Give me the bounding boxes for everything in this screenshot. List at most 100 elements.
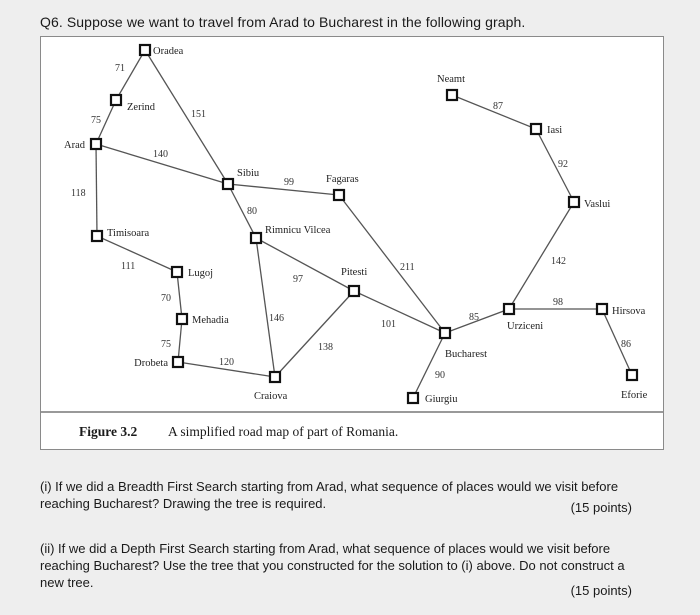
caption-text: A simplified road map of part of Romania…	[168, 424, 399, 439]
road-oradea-zerind	[115, 49, 146, 101]
question-part-ii: (ii) If we did a Depth First Search star…	[40, 540, 654, 591]
part-ii-line-3: new tree.	[40, 575, 94, 590]
road-hirsova-eforie	[601, 308, 633, 376]
city-node-iasi	[529, 122, 543, 136]
question-title: Q6. Suppose we want to travel from Arad …	[40, 14, 526, 30]
city-label-drobeta: Drobeta	[134, 358, 168, 369]
city-label-craiova: Craiova	[254, 391, 288, 402]
city-label-sibiu: Sibiu	[237, 168, 260, 179]
road-timisoara-lugoj	[96, 235, 178, 273]
city-node-eforie	[625, 368, 639, 382]
city-node-hirsova	[595, 302, 609, 316]
distance-zerind-arad: 75	[91, 115, 101, 126]
city-node-lugoj	[170, 265, 184, 279]
city-label-lugoj: Lugoj	[188, 268, 213, 279]
city-label-eforie: Eforie	[621, 390, 648, 401]
city-node-neamt	[445, 88, 459, 102]
part-i-line-1: (i) If we did a Breadth First Search sta…	[40, 479, 619, 494]
city-node-mehadia	[175, 312, 189, 326]
city-label-giurgiu: Giurgiu	[425, 394, 458, 405]
city-node-giurgiu	[406, 391, 420, 405]
road-bucharest-giurgiu	[412, 332, 446, 399]
city-node-bucharest	[438, 326, 452, 340]
distance-arad-sibiu: 140	[153, 149, 168, 160]
distance-mehadia-drobeta: 75	[161, 339, 171, 350]
figure-frame: 71 75 151 140 118 111 70 75 120 99 80 97 146 138 211 10…	[40, 36, 664, 450]
city-node-fagaras	[332, 188, 346, 202]
romania-map: 71 75 151 140 118 111 70 75 120 99 80 97 146 138 211 10…	[64, 43, 648, 405]
part-i-points: (15 points)	[570, 500, 632, 515]
city-label-hirsova: Hirsova	[612, 306, 646, 317]
road-bucharest-urziceni	[444, 308, 510, 334]
road-arad-sibiu	[95, 143, 229, 185]
distance-neamt-iasi: 87	[493, 101, 503, 112]
city-label-pitesti: Pitesti	[341, 267, 367, 278]
city-label-vaslui: Vaslui	[584, 199, 610, 210]
road-zerind-arad	[95, 99, 117, 145]
part-i-line-2: reaching Bucharest? Drawing the tree is …	[40, 496, 327, 511]
city-label-oradea: Oradea	[153, 46, 184, 57]
distance-sibiu-fagaras: 99	[284, 177, 294, 188]
road-sibiu-rimnicu	[227, 183, 257, 239]
distance-oradea-zerind: 71	[115, 63, 125, 74]
road-sibiu-fagaras	[227, 183, 340, 196]
city-node-pitesti	[347, 284, 361, 298]
distance-bucharest-urziceni: 85	[469, 312, 479, 323]
distance-vaslui-urziceni: 142	[551, 256, 566, 267]
distance-timisoara-lugoj: 111	[121, 261, 135, 272]
city-label-neamt: Neamt	[437, 74, 465, 85]
distance-oradea-sibiu: 151	[191, 109, 206, 120]
city-node-vaslui	[567, 195, 581, 209]
distance-fagaras-bucharest: 211	[400, 262, 415, 273]
road-oradea-sibiu	[144, 49, 229, 185]
city-node-drobeta	[171, 355, 185, 369]
city-label-zerind: Zerind	[127, 102, 156, 113]
distance-sibiu-rimnicu: 80	[247, 206, 257, 217]
question-part-i: (i) If we did a Breadth First Search sta…	[40, 478, 654, 512]
road-mehadia-drobeta	[177, 318, 183, 363]
city-label-urziceni: Urziceni	[507, 321, 543, 332]
road-rimnicu-craiova	[255, 237, 276, 378]
city-node-rimnicu	[249, 231, 263, 245]
distance-drobeta-craiova: 120	[219, 357, 234, 368]
distance-hirsova-eforie: 86	[621, 339, 631, 350]
road-drobeta-craiova	[177, 361, 276, 378]
part-ii-line-1: (ii) If we did a Depth First Search star…	[40, 541, 611, 556]
distance-pitesti-bucharest: 101	[381, 319, 396, 330]
city-node-timisoara	[90, 229, 104, 243]
road-iasi-vaslui	[535, 128, 575, 203]
city-node-arad	[89, 137, 103, 151]
city-node-zerind	[109, 93, 123, 107]
city-node-oradea	[138, 43, 152, 57]
city-node-sibiu	[221, 177, 235, 191]
city-label-fagaras: Fagaras	[326, 174, 359, 185]
city-label-arad: Arad	[64, 140, 86, 151]
part-ii-line-2: reaching Bucharest? Use the tree that yo…	[40, 558, 625, 573]
distance-iasi-vaslui: 92	[558, 159, 568, 170]
city-label-timisoara: Timisoara	[107, 228, 150, 239]
city-node-craiova	[268, 370, 282, 384]
road-vaslui-urziceni	[508, 201, 575, 310]
distance-craiova-pitesti: 138	[318, 342, 333, 353]
figure-caption: Figure 3.2 A simplified road map of part…	[41, 411, 663, 449]
caption-number: Figure 3.2	[79, 424, 138, 439]
road-fagaras-bucharest	[338, 194, 446, 334]
distance-rimnicu-craiova: 146	[269, 313, 284, 324]
city-label-mehadia: Mehadia	[192, 315, 229, 326]
city-nodes: OradeaZerindAradTimisoaraLugojMehadiaDro…	[64, 43, 648, 405]
road-craiova-pitesti	[274, 290, 355, 378]
city-label-iasi: Iasi	[547, 125, 562, 136]
distance-urziceni-hirsova: 98	[553, 297, 563, 308]
road-neamt-iasi	[451, 94, 537, 130]
distance-arad-timisoara: 118	[71, 188, 86, 199]
road-lugoj-mehadia	[176, 271, 183, 320]
city-node-urziceni	[502, 302, 516, 316]
distance-lugoj-mehadia: 70	[161, 293, 171, 304]
city-label-bucharest: Bucharest	[445, 349, 487, 360]
road-rimnicu-pitesti	[255, 237, 355, 292]
road-edges: 71 75 151 140 118 111 70 75 120 99 80 97 146 138 211 10…	[71, 49, 633, 399]
distance-bucharest-giurgiu: 90	[435, 370, 445, 381]
distance-rimnicu-pitesti: 97	[293, 274, 303, 285]
road-pitesti-bucharest	[353, 290, 446, 334]
city-label-rimnicu: Rimnicu Vilcea	[265, 225, 331, 236]
